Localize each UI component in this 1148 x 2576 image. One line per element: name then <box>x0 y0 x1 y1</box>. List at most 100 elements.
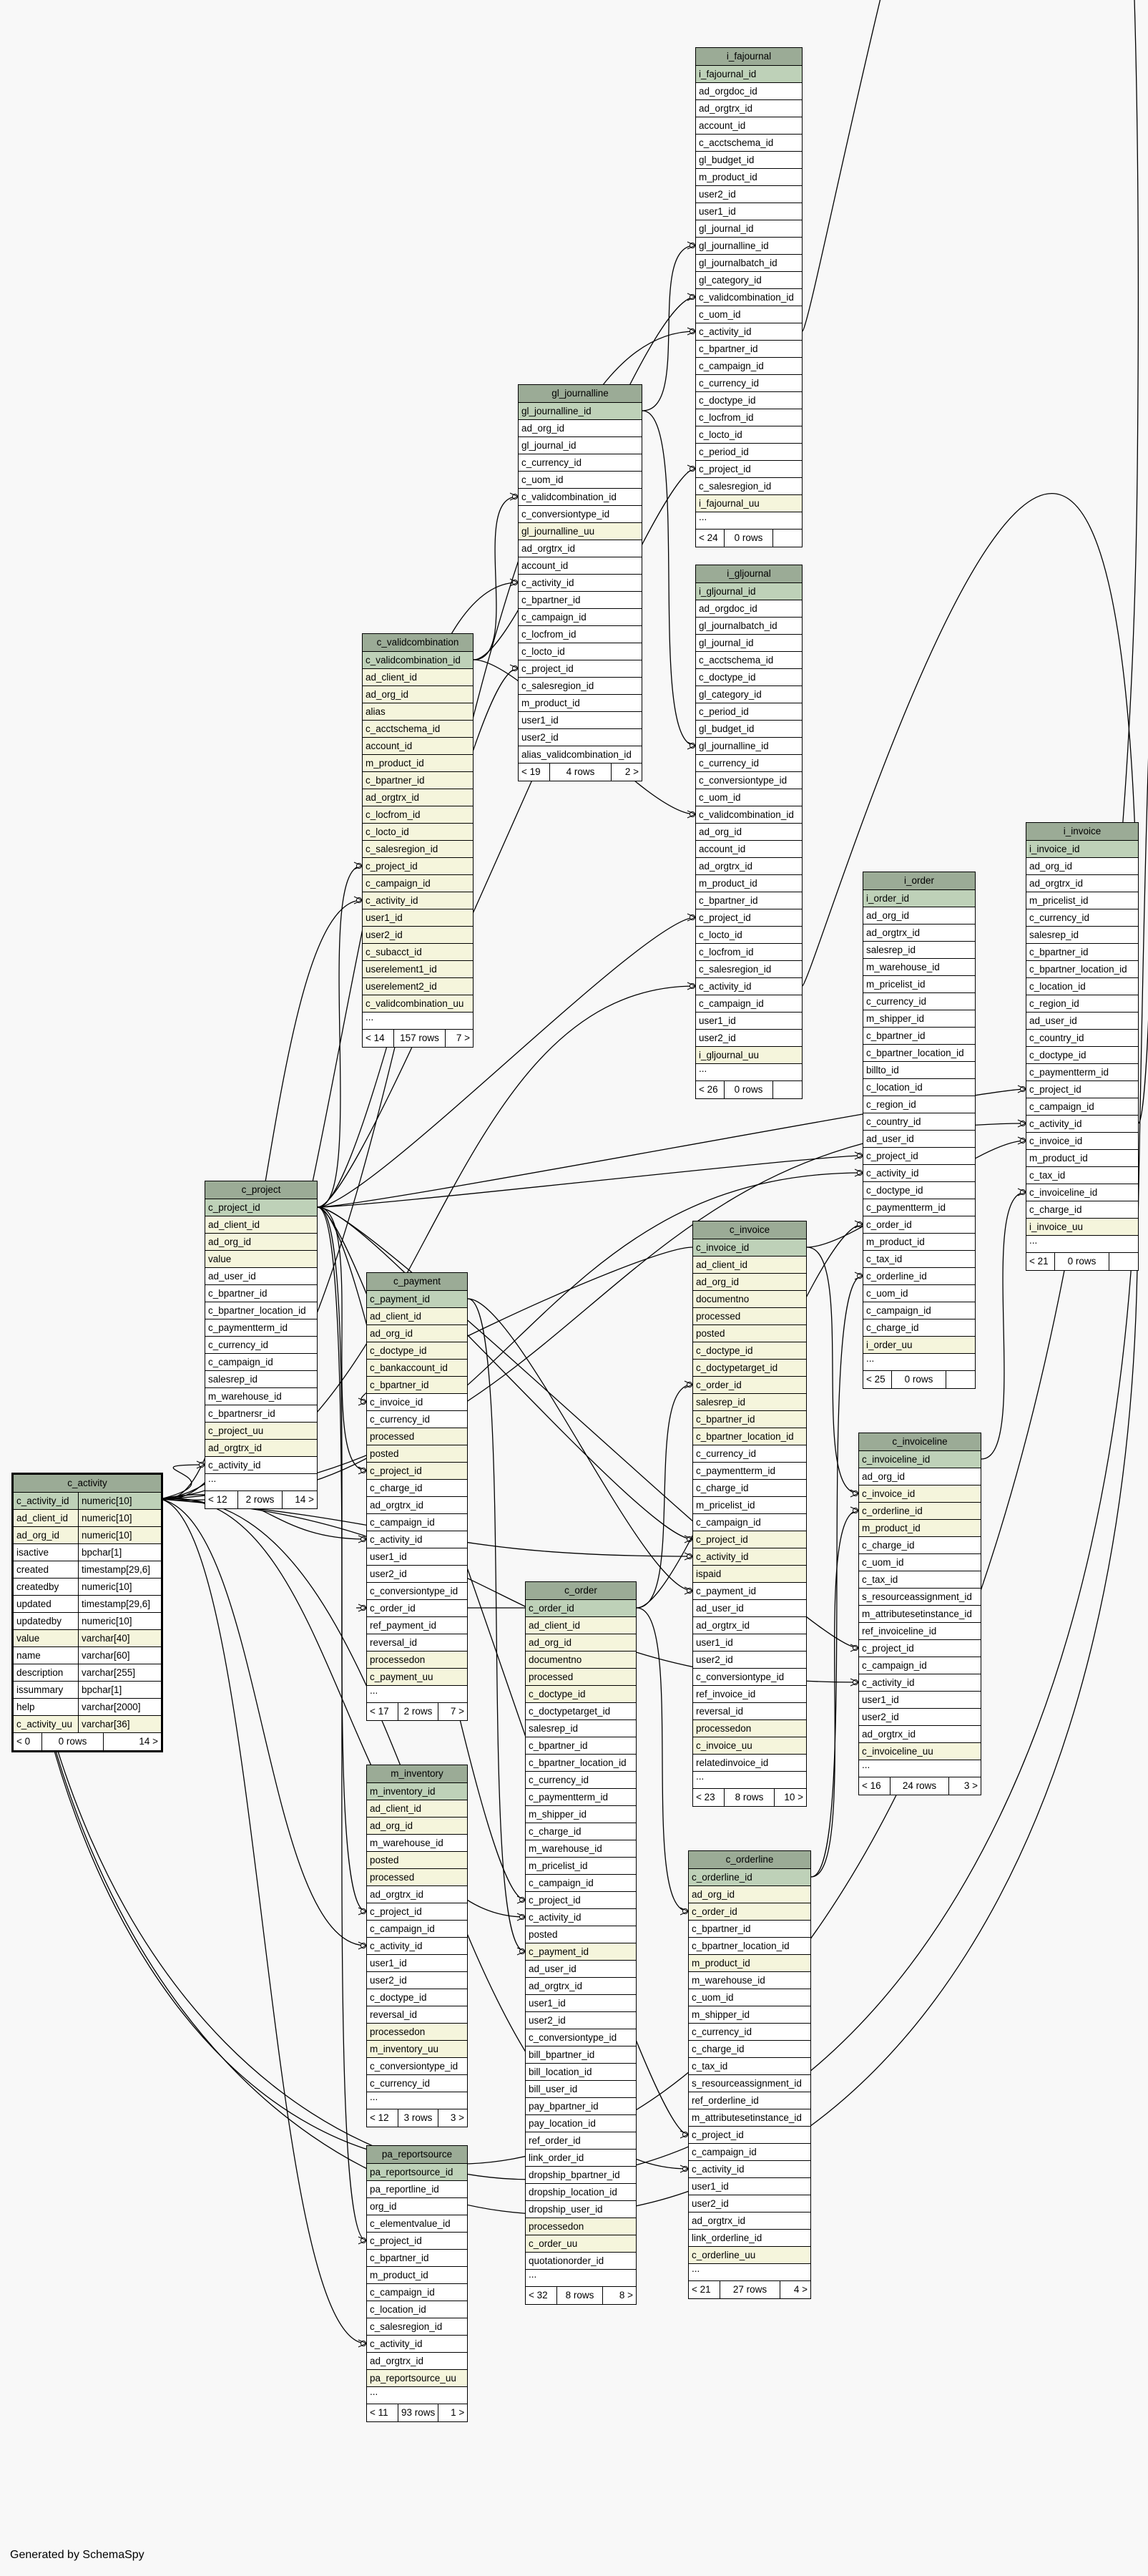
column-row[interactable]: c_currency_id <box>863 993 975 1010</box>
table-title[interactable]: i_gljournal <box>696 565 802 583</box>
column-row[interactable]: processed <box>367 1869 467 1886</box>
column-row[interactable]: m_warehouse_id <box>526 1840 636 1858</box>
column-row[interactable]: c_bpartner_id <box>367 2250 467 2267</box>
column-row[interactable]: c_invoice_id <box>693 1239 806 1257</box>
column-row[interactable]: c_paymentterm_id <box>863 1199 975 1216</box>
column-row[interactable]: ad_org_id <box>205 1234 317 1251</box>
children-count[interactable]: 10 > <box>784 1792 803 1802</box>
column-row[interactable]: c_validcombination_id <box>696 289 802 306</box>
column-row[interactable]: c_invoiceline_uu <box>859 1743 981 1760</box>
parents-count[interactable]: < 21 <box>1026 1253 1055 1270</box>
more-columns-ellipsis[interactable]: ... <box>1026 1236 1138 1253</box>
column-row[interactable]: c_charge_id <box>1026 1201 1138 1219</box>
column-row[interactable]: c_currency_id <box>367 2075 467 2092</box>
column-row[interactable]: m_shipper_id <box>526 1806 636 1823</box>
column-row[interactable]: c_currency_id <box>205 1337 317 1354</box>
children-count[interactable]: 8 > <box>619 2290 633 2301</box>
more-columns-ellipsis[interactable]: ... <box>367 2387 467 2404</box>
column-row[interactable]: processed <box>693 1308 806 1325</box>
column-row[interactable]: c_currency_id <box>696 755 802 772</box>
column-row[interactable]: i_fajournal_id <box>696 66 802 83</box>
column-row[interactable]: ad_orgtrx_id <box>693 1617 806 1634</box>
column-row[interactable]: c_activity_id <box>696 978 802 995</box>
column-row[interactable]: ad_client_id <box>367 1308 467 1325</box>
column-row[interactable]: posted <box>693 1325 806 1342</box>
column-row[interactable]: c_project_uu <box>205 1423 317 1440</box>
column-row[interactable]: bill_location_id <box>526 2064 636 2081</box>
column-row[interactable]: i_order_uu <box>863 1337 975 1354</box>
column-row[interactable]: user2_id <box>693 1652 806 1669</box>
column-row[interactable]: c_acctschema_id <box>696 652 802 669</box>
column-row[interactable]: c_project_id <box>689 2127 810 2144</box>
column-row[interactable]: gl_journal_id <box>519 437 642 454</box>
column-row[interactable]: c_region_id <box>1026 995 1138 1013</box>
column-row[interactable]: user1_id <box>696 1013 802 1030</box>
column-row[interactable]: processedon <box>526 2218 636 2235</box>
children-count[interactable]: 1 > <box>451 2407 465 2418</box>
column-row[interactable]: user2_id <box>859 1709 981 1726</box>
column-row[interactable]: c_conversiontype_id <box>526 2029 636 2046</box>
column-row[interactable]: m_warehouse_id <box>863 959 975 976</box>
column-row[interactable]: c_order_uu <box>526 2235 636 2253</box>
column-row[interactable]: c_activity_id <box>689 2161 810 2178</box>
column-row[interactable]: c_project_id <box>863 1148 975 1165</box>
column-row[interactable]: c_currency_id <box>1026 909 1138 927</box>
column-row[interactable]: c_doctype_id <box>367 1989 467 2006</box>
parents-count[interactable]: < 24 <box>696 530 725 547</box>
column-row[interactable]: ad_user_id <box>1026 1013 1138 1030</box>
column-row[interactable]: user2_id <box>367 1972 467 1989</box>
column-row[interactable]: c_bpartner_location_id <box>205 1302 317 1319</box>
column-row[interactable]: c_period_id <box>696 703 802 721</box>
column-row[interactable]: m_attributesetinstance_id <box>859 1606 981 1623</box>
column-row[interactable]: c_bpartner_location_id <box>526 1755 636 1772</box>
column-row[interactable]: gl_category_id <box>696 686 802 703</box>
column-row[interactable]: ad_org_id <box>367 1325 467 1342</box>
column-row[interactable]: ad_orgdoc_id <box>696 600 802 618</box>
column-row[interactable]: c_orderline_uu <box>689 2247 810 2264</box>
column-row[interactable]: dropship_user_id <box>526 2201 636 2218</box>
column-row[interactable]: ad_orgtrx_id <box>367 2353 467 2370</box>
table-title[interactable]: c_project <box>205 1181 317 1199</box>
column-row[interactable]: m_product_id <box>696 875 802 892</box>
column-row[interactable]: c_orderline_id <box>689 1869 810 1886</box>
column-row[interactable]: i_gljournal_uu <box>696 1047 802 1064</box>
column-row[interactable]: c_activity_id <box>859 1674 981 1692</box>
column-row[interactable]: c_campaign_id <box>205 1354 317 1371</box>
column-row[interactable]: ad_org_id <box>863 907 975 924</box>
column-row[interactable]: processed <box>526 1669 636 1686</box>
column-row[interactable]: c_bpartner_id <box>696 341 802 358</box>
column-row[interactable]: c_project_id <box>696 909 802 927</box>
column-row[interactable]: gl_journalline_id <box>696 238 802 255</box>
column-row[interactable]: c_salesregion_id <box>519 678 642 695</box>
column-row[interactable]: ad_org_id <box>367 1818 467 1835</box>
column-row[interactable]: c_validcombination_id <box>519 489 642 506</box>
column-row[interactable]: c_order_id <box>526 1600 636 1617</box>
table-title[interactable]: c_invoiceline <box>859 1433 981 1451</box>
children-count[interactable] <box>1109 1253 1138 1270</box>
column-row[interactable]: c_paymentterm_id <box>526 1789 636 1806</box>
column-row[interactable]: c_doctype_id <box>693 1342 806 1360</box>
column-row[interactable]: c_currency_id <box>693 1445 806 1463</box>
column-row[interactable]: c_charge_id <box>526 1823 636 1840</box>
column-row[interactable]: c_locto_id <box>696 426 802 444</box>
column-row[interactable]: link_order_id <box>526 2150 636 2167</box>
column-row[interactable]: account_id <box>519 557 642 575</box>
column-row[interactable]: c_uom_id <box>689 1989 810 2006</box>
column-row[interactable]: c_conversiontype_id <box>367 1583 467 1600</box>
column-row[interactable]: c_doctypetarget_id <box>526 1703 636 1720</box>
children-count[interactable] <box>773 530 802 547</box>
column-row[interactable]: billto_id <box>863 1062 975 1079</box>
column-row[interactable]: c_bpartner_id <box>519 592 642 609</box>
